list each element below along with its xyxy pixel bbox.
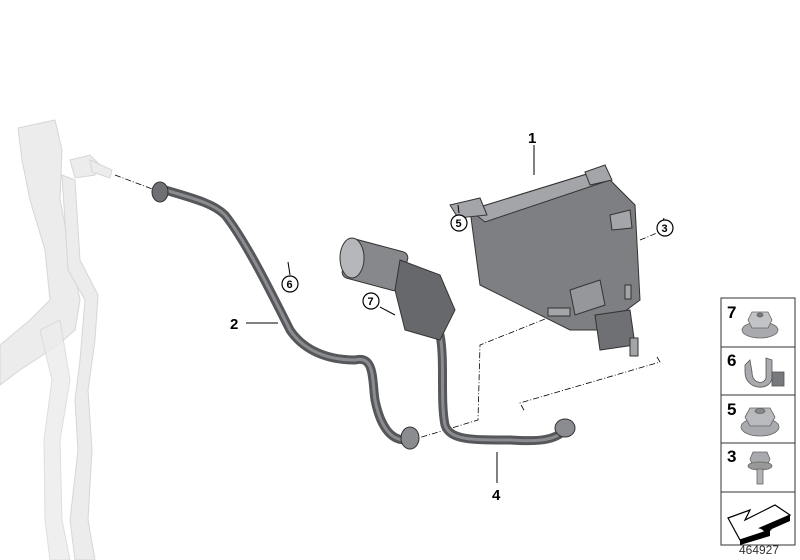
callout-6[interactable]: 6 [287,279,293,291]
direction-arrow-icon [727,504,792,545]
callout-3-circle [656,219,674,237]
carbon-canister [449,164,641,357]
legend-number-6: 6 [727,351,736,370]
collar-nut-icon [741,311,779,339]
purge-valve [339,237,456,341]
hose-4 [435,330,576,446]
callout-5[interactable]: 5 [456,218,462,230]
document-id: 464927 [738,543,780,557]
callout-1[interactable]: 1 [528,130,536,147]
collar-screw-icon [747,451,773,485]
callout-7-circle [362,292,380,310]
filler-neck-ghost [0,119,113,560]
legend-number-3: 3 [727,447,736,466]
callout-4[interactable]: 4 [492,487,501,504]
callout-3[interactable]: 3 [662,223,668,235]
callout-5-circle [450,214,468,232]
hose-2 [151,181,420,450]
hose-clip-icon [744,357,785,388]
legend-number-7: 7 [727,303,736,322]
callout-7[interactable]: 7 [368,296,374,308]
hex-nut-icon [740,407,780,437]
callout-6-circle [281,275,299,293]
legend-number-5: 5 [727,400,736,419]
callout-2[interactable]: 2 [230,316,238,333]
